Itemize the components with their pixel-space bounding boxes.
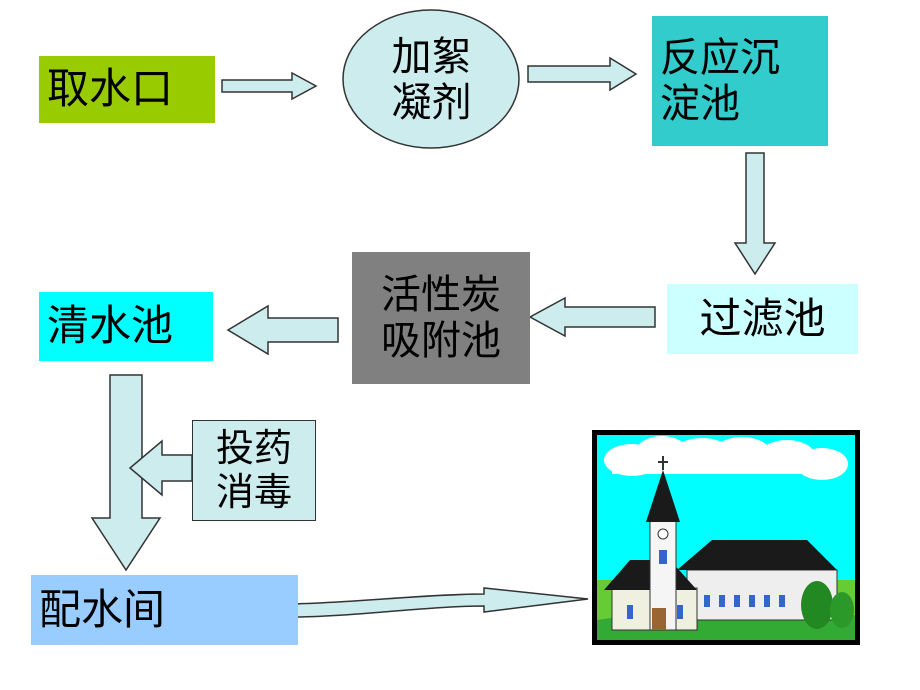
distribution-label: 配水间 bbox=[39, 584, 166, 634]
disinfect-line2: 消毒 bbox=[215, 469, 292, 514]
coagulant-ellipse bbox=[342, 9, 520, 149]
arrow-coagulant-to-sedimentation bbox=[527, 56, 638, 92]
clear-water-label: 清水池 bbox=[47, 301, 174, 351]
arrow-filter-to-carbon bbox=[528, 296, 656, 338]
arrow-intake-to-coagulant bbox=[221, 71, 318, 101]
disinfect-line1: 投药 bbox=[215, 425, 292, 470]
sedimentation-line2: 淀池 bbox=[660, 81, 740, 127]
clear-water-box: 清水池 bbox=[39, 292, 213, 361]
carbon-box: 活性炭 吸附池 bbox=[352, 252, 530, 384]
carbon-line2: 吸附池 bbox=[381, 318, 501, 364]
arrow-carbon-to-clear-water bbox=[226, 304, 339, 356]
filter-label: 过滤池 bbox=[699, 293, 826, 343]
coagulant-label: 加絮 凝剂 bbox=[341, 8, 522, 151]
sedimentation-line1: 反应沉 bbox=[660, 35, 780, 81]
distribution-box: 配水间 bbox=[31, 575, 298, 645]
sedimentation-box: 反应沉 淀池 bbox=[652, 16, 828, 146]
arrow-clear-water-to-distribution bbox=[90, 374, 162, 572]
filter-box: 过滤池 bbox=[667, 284, 858, 354]
coagulant-line1: 加絮 bbox=[391, 33, 472, 80]
arrow-disinfect bbox=[128, 439, 193, 497]
coagulant-line2: 凝剂 bbox=[391, 79, 472, 126]
arrow-sedimentation-to-filter bbox=[733, 152, 777, 276]
carbon-line1: 活性炭 bbox=[381, 272, 501, 318]
intake-box: 取水口 bbox=[39, 56, 215, 123]
disinfect-box: 投药 消毒 bbox=[192, 420, 316, 521]
intake-label: 取水口 bbox=[47, 64, 174, 114]
church-icon bbox=[592, 430, 860, 645]
